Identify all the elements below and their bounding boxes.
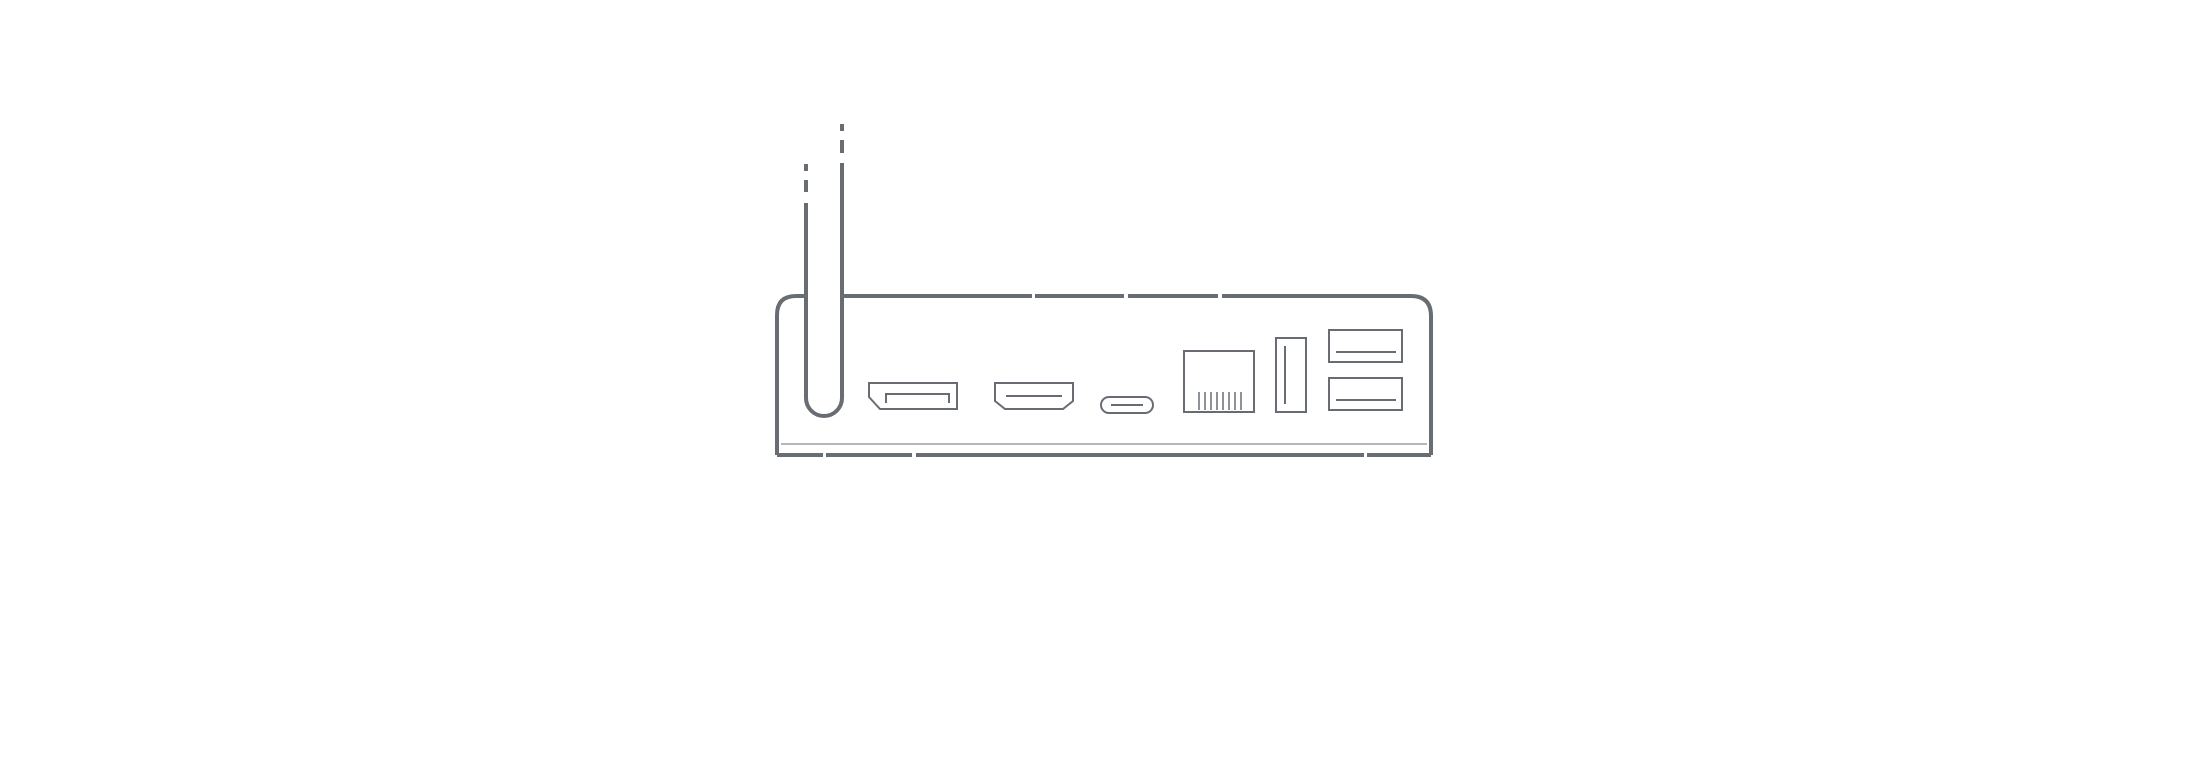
usb-a-icon[interactable]	[1328, 377, 1403, 411]
usb-a-icon[interactable]	[1328, 329, 1403, 363]
ethernet-pins	[1198, 392, 1242, 410]
antenna-body	[804, 163, 844, 418]
usb-a-bottom-outline	[1328, 377, 1403, 411]
device-housing	[775, 294, 1433, 457]
displayport-icon[interactable]	[868, 382, 958, 410]
usb-a-vertical-outline	[1275, 337, 1307, 413]
usb-a-icon[interactable]	[1275, 337, 1307, 413]
displayport-outline	[868, 382, 958, 410]
housing-top-right	[1222, 294, 1433, 455]
usb-c-outline	[1100, 396, 1154, 414]
usb-c-icon[interactable]	[1100, 396, 1154, 414]
ethernet-outline	[1183, 350, 1255, 413]
ethernet-icon[interactable]	[1183, 350, 1255, 413]
usb-a-top-outline	[1328, 329, 1403, 363]
housing-top-left	[775, 294, 804, 455]
hdmi-icon[interactable]	[994, 382, 1074, 410]
displayport-inner	[885, 393, 950, 403]
hdmi-outline	[994, 382, 1074, 410]
